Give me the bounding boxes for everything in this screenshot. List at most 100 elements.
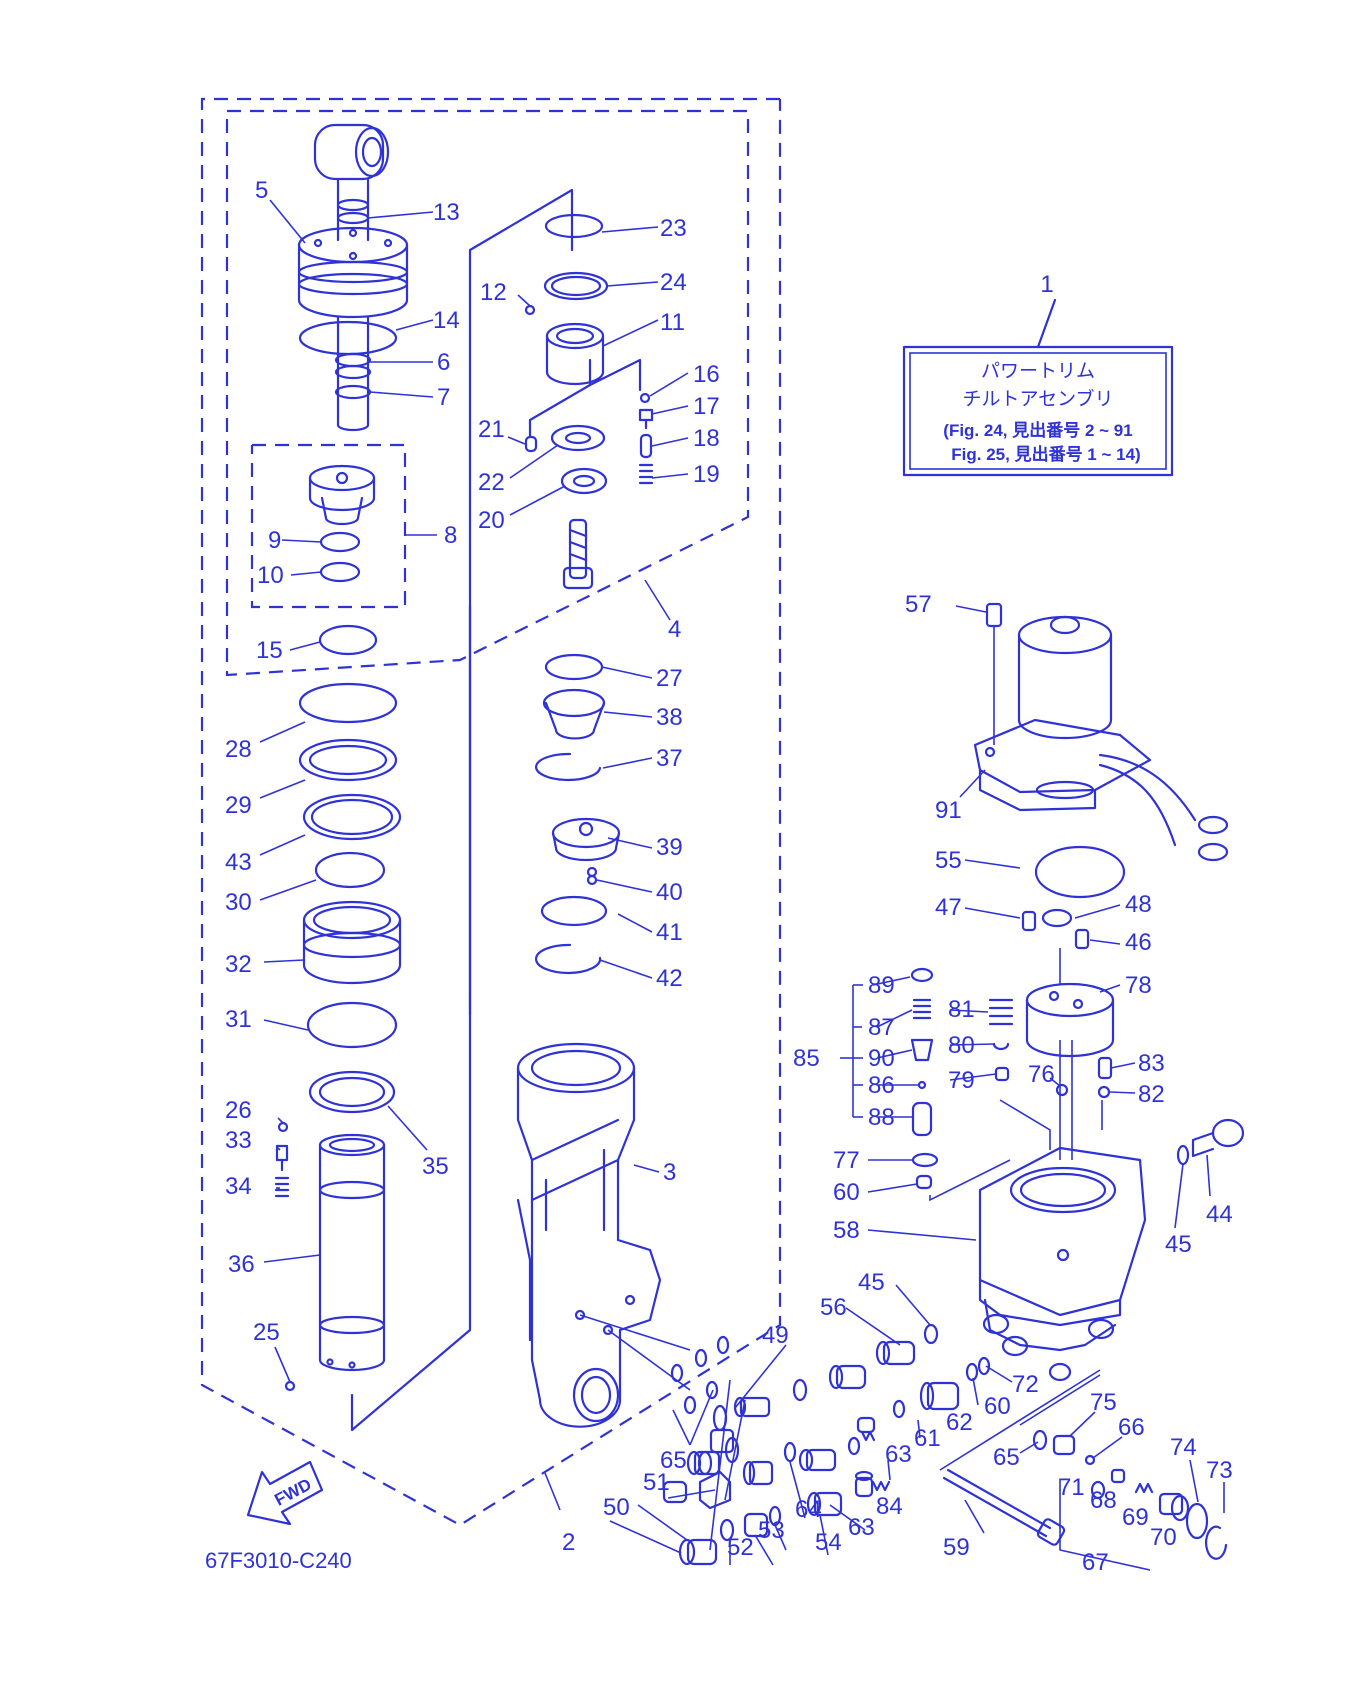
callout-90: 90 (868, 1045, 895, 1072)
callout-46: 46 (1125, 929, 1152, 956)
callout-55: 55 (935, 847, 962, 874)
callout-22: 22 (478, 469, 505, 496)
callout-77: 77 (833, 1147, 860, 1174)
callout-88: 88 (868, 1104, 895, 1131)
callout-81: 81 (948, 996, 975, 1023)
callout-2: 2 (562, 1529, 575, 1556)
callout-50: 50 (603, 1494, 630, 1521)
callout-65: 65 (660, 1447, 687, 1474)
callout-29: 29 (225, 792, 252, 819)
callout-19: 19 (693, 461, 720, 488)
callout-17: 17 (693, 393, 720, 420)
callout-60: 60 (833, 1179, 860, 1206)
pump-parts (910, 845, 1245, 1202)
callout-48: 48 (1125, 891, 1152, 918)
callout-13: 13 (433, 199, 460, 226)
callout-62: 62 (946, 1409, 973, 1436)
callout-7: 7 (437, 384, 450, 411)
callout-42: 42 (656, 965, 683, 992)
drawing-code: 67F3010-C240 (205, 1548, 352, 1573)
callout-51: 51 (643, 1469, 670, 1496)
callout-78: 78 (1125, 972, 1152, 999)
bracket-lines (350, 188, 671, 1511)
callout-85: 85 (793, 1045, 820, 1072)
callout-80: 80 (948, 1032, 975, 1059)
callout-86: 86 (868, 1072, 895, 1099)
callout-1: 1 (1040, 271, 1053, 298)
callout-44: 44 (1206, 1201, 1233, 1228)
pump-body (978, 1040, 1147, 1382)
callout-27: 27 (656, 665, 683, 692)
callout-23: 23 (660, 215, 687, 242)
callout-63: 63 (885, 1441, 912, 1468)
callout-31: 31 (225, 1006, 252, 1033)
callout-35: 35 (422, 1153, 449, 1180)
callout-18: 18 (693, 425, 720, 452)
callout-71: 71 (1058, 1474, 1085, 1501)
callout-53: 53 (758, 1517, 785, 1544)
callout-64: 64 (795, 1496, 822, 1523)
box-title-line2: チルトアセンブリ (962, 387, 1113, 410)
callout-40: 40 (656, 879, 683, 906)
callout-14: 14 (433, 307, 460, 334)
callout-38: 38 (656, 704, 683, 731)
callout-89: 89 (868, 972, 895, 999)
electric-motor (973, 602, 1229, 862)
callout-83: 83 (1138, 1050, 1165, 1077)
callout-25: 25 (253, 1319, 280, 1346)
callout-47: 47 (935, 894, 962, 921)
trim-ram-assembly (274, 123, 409, 1392)
callout-10: 10 (257, 562, 284, 589)
assembly-outlines (200, 97, 782, 1527)
tilt-cylinder-body (516, 1042, 691, 1428)
callout-4: 4 (668, 616, 681, 643)
callout-39: 39 (656, 834, 683, 861)
center-parts (524, 213, 654, 975)
callout-74: 74 (1170, 1434, 1197, 1461)
callout-36: 36 (228, 1251, 255, 1278)
callout-65: 65 (993, 1444, 1020, 1471)
callout-61: 61 (914, 1425, 941, 1452)
callout-24: 24 (660, 269, 687, 296)
callout-15: 15 (256, 637, 283, 664)
callout-84: 84 (876, 1493, 903, 1520)
callout-45: 45 (858, 1269, 885, 1296)
callout-52: 52 (727, 1534, 754, 1561)
callout-91: 91 (935, 797, 962, 824)
callout-58: 58 (833, 1217, 860, 1244)
callout-8: 8 (444, 522, 457, 549)
callout-54: 54 (815, 1529, 842, 1556)
fwd-arrow: FWD (246, 1460, 324, 1526)
callout-70: 70 (1150, 1524, 1177, 1551)
callout-60: 60 (984, 1393, 1011, 1420)
assembly-info-box: 1 パワートリム チルトアセンブリ (Fig. 24, 見出番号 2 ~ 91 … (902, 271, 1174, 477)
callout-69: 69 (1122, 1504, 1149, 1531)
callout-34: 34 (225, 1173, 252, 1200)
callout-41: 41 (656, 919, 683, 946)
callout-79: 79 (948, 1067, 975, 1094)
callout-59: 59 (943, 1534, 970, 1561)
callout-12: 12 (480, 279, 507, 306)
box-ref-line1: (Fig. 24, 見出番号 2 ~ 91 (943, 420, 1132, 440)
callout-76: 76 (1028, 1061, 1055, 1088)
callout-37: 37 (656, 745, 683, 772)
box-title-line1: パワートリム (981, 360, 1095, 382)
callout-33: 33 (225, 1127, 252, 1154)
callout-9: 9 (268, 527, 281, 554)
callout-30: 30 (225, 889, 252, 916)
callout-5: 5 (255, 177, 268, 204)
callout-73: 73 (1206, 1457, 1233, 1484)
callout-11: 11 (660, 309, 685, 336)
callout-45: 45 (1165, 1231, 1192, 1258)
callout-16: 16 (693, 361, 720, 388)
box-ref-line2: Fig. 25, 見出番号 1 ~ 14) (951, 444, 1140, 464)
callout-6: 6 (437, 349, 450, 376)
callout-67: 67 (1082, 1549, 1109, 1576)
callout-32: 32 (225, 951, 252, 978)
callout-82: 82 (1138, 1081, 1165, 1108)
callout-28: 28 (225, 736, 252, 763)
callouts: 5 13 14 6 7 9 10 8 15 23 24 12 11 16 17 … (225, 177, 1233, 1576)
callout-63: 63 (848, 1514, 875, 1541)
callout-72: 72 (1012, 1371, 1039, 1398)
callout-66: 66 (1118, 1414, 1145, 1441)
